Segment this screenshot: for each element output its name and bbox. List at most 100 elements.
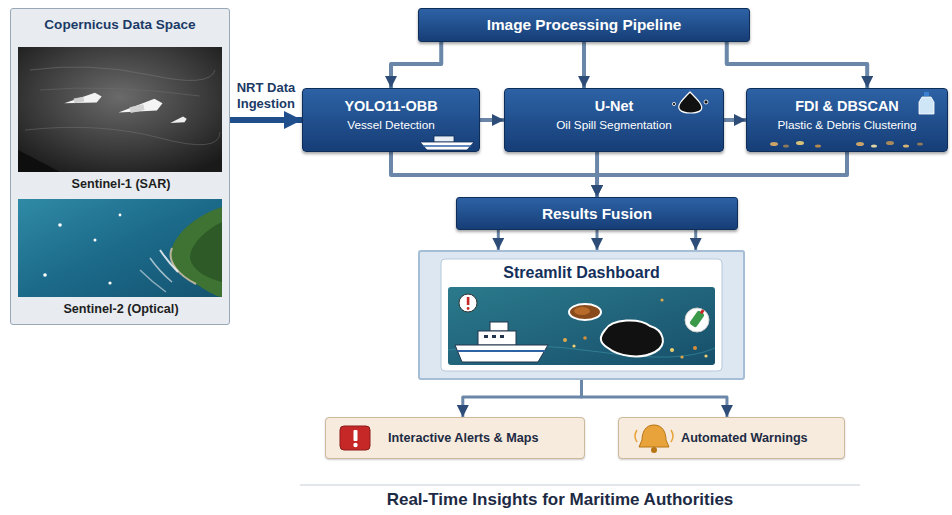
panel-title: Copernicus Data Space [11,9,229,40]
ship-icon [423,145,471,147]
ship-symbol [63,92,102,108]
flow-arrow [727,42,867,88]
flow-arrow [694,230,697,250]
oil-drop-icon [704,100,708,104]
ship-symbol [500,335,504,338]
dashboard-illustration [441,259,722,371]
edge-label: NRT Data Ingestion [231,80,301,112]
debris-dots [917,142,923,145]
ship-icon [420,136,474,150]
ship-icon [434,136,454,142]
debris-dots [704,354,707,357]
debris-dots [583,336,587,340]
bottle-icon [919,97,934,114]
optical-image [43,273,47,277]
caption-rule [300,485,860,486]
alert-icon [353,443,357,447]
stage-header: Image Processing Pipeline [418,8,750,42]
oil-spill [601,320,663,356]
bell-icon [651,447,657,453]
debris-dots [796,141,804,145]
oil-spill [601,320,663,356]
oil-patch [569,304,601,320]
dashboard-panel: Streamlit Dashboard [418,250,745,380]
flow-arrow [480,118,504,122]
output-text: Interactive Alerts & Maps [388,418,584,458]
optical-image [119,214,122,217]
process-title: YOLO11-OBB [303,96,479,116]
debris-dots [783,144,789,147]
optical-image [160,250,178,272]
sar-image [30,67,215,80]
flow-arrow [597,152,847,197]
bell-icon [635,425,673,453]
process-title: U-Net [505,96,723,116]
flow-arrow [463,380,582,417]
debris-dots [670,348,674,352]
ship-symbol [478,331,516,345]
alert-icon [340,426,370,450]
debris-dots [680,355,683,358]
process-title: FDI & DBSCAN [747,96,947,116]
optical-image [171,248,196,284]
dashboard-illustration [448,345,715,357]
sar-image [40,88,200,96]
output-box: Automated Warnings [618,417,845,459]
ship-icon [420,142,474,150]
flow-arrow [582,42,586,88]
flow-arrow [230,117,302,123]
oil-drop-icon [672,92,708,113]
ship-symbol [484,335,488,338]
caption: Real-Time Insights for Maritime Authorit… [240,489,880,511]
flow-arrow [724,118,746,122]
sar-image [18,47,222,172]
ship-symbol [169,116,187,126]
sar-image [18,47,222,172]
alert-icon [354,430,358,441]
bottle-marker [700,309,705,314]
header-text: Image Processing Pipeline [419,9,749,40]
ship-symbol [455,322,548,362]
ship-symbol [117,97,164,118]
dashboard-title: Streamlit Dashboard [420,263,743,283]
optical-image [18,199,222,297]
bottle-icon [919,92,934,114]
debris-dots [572,344,575,347]
header-text: Results Fusion [457,198,737,229]
flow-arrow [391,152,597,197]
ship-symbol [458,350,545,352]
ship-symbol [455,345,548,362]
alert-marker [459,294,477,312]
process-subtitle: Oil Spill Segmentation [505,116,723,133]
bottle-marker [685,308,709,332]
debris-dots [903,145,909,148]
dashboard-illustration [448,287,715,365]
output-box: Interactive Alerts & Maps [325,417,585,459]
alert-marker [467,297,470,305]
source-panel: Copernicus Data SpaceSentinel-1 (SAR)Sen… [10,8,230,325]
sar-image [18,150,60,172]
ship-symbol [490,322,508,331]
debris-dots [770,141,923,148]
ship-symbol [63,92,102,108]
debris-dots [871,144,877,147]
process-subtitle: Plastic & Debris Clustering [747,116,947,133]
process-subtitle: Vessel Detection [303,116,479,133]
optical-image [150,258,172,282]
ship-symbol [117,97,164,118]
bell-icon [635,430,637,442]
debris-dots [815,145,821,148]
image-caption: Sentinel-1 (SAR) [18,175,224,193]
oil-drop-icon [679,92,702,113]
ship-symbol [130,104,145,113]
flow-arrow [582,380,727,417]
debris-dots [886,141,894,145]
debris-dots [563,338,567,342]
oil-patch [574,307,590,315]
optical-image [171,207,222,297]
process-box: FDI & DBSCANPlastic & Debris Clustering [746,88,948,152]
alert-icon [340,426,370,450]
sar-image [25,127,220,144]
image-frame: Sentinel-1 (SAR) [18,47,224,197]
